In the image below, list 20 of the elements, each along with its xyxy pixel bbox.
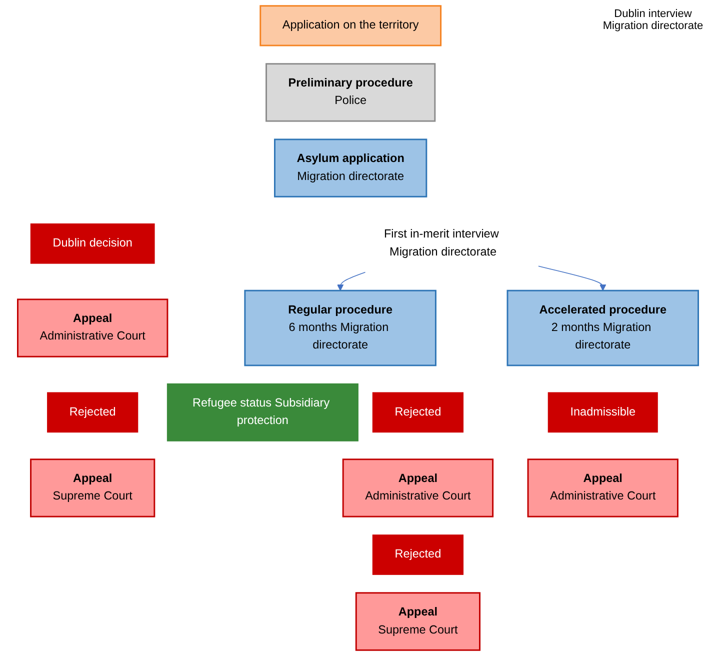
node-box: Regular procedure 6 months Migration directorate (244, 290, 436, 366)
node-box: Refugee status Subsidiary protection (166, 383, 358, 442)
note-text: Dublin interview Migration directorate (602, 8, 704, 32)
node-box: Appeal Administrative Court (527, 458, 678, 518)
node-box: Appeal Supreme Court (355, 592, 480, 651)
node-box: Appeal Administrative Court (17, 298, 168, 358)
node-box: Asylum application Migration directorate (274, 138, 428, 198)
node-box: Appeal Administrative Court (342, 458, 494, 518)
node-box: Rejected (47, 392, 138, 433)
arrow (538, 266, 606, 291)
node-text: First in-merit interview Migration directorate (384, 228, 499, 258)
node-box: Appeal Supreme Court (30, 458, 156, 518)
node-box: Application on the territory (260, 5, 442, 46)
arrow (337, 272, 366, 291)
node-box: Accelerated procedure 2 months Migration directorate (506, 290, 699, 366)
node-box: Preliminary procedure Police (266, 63, 436, 122)
node-box: Rejected (372, 392, 464, 433)
node-box: Inadmissible (548, 392, 658, 433)
node-box: Rejected (372, 534, 464, 575)
node-box: Dublin decision (30, 223, 155, 264)
